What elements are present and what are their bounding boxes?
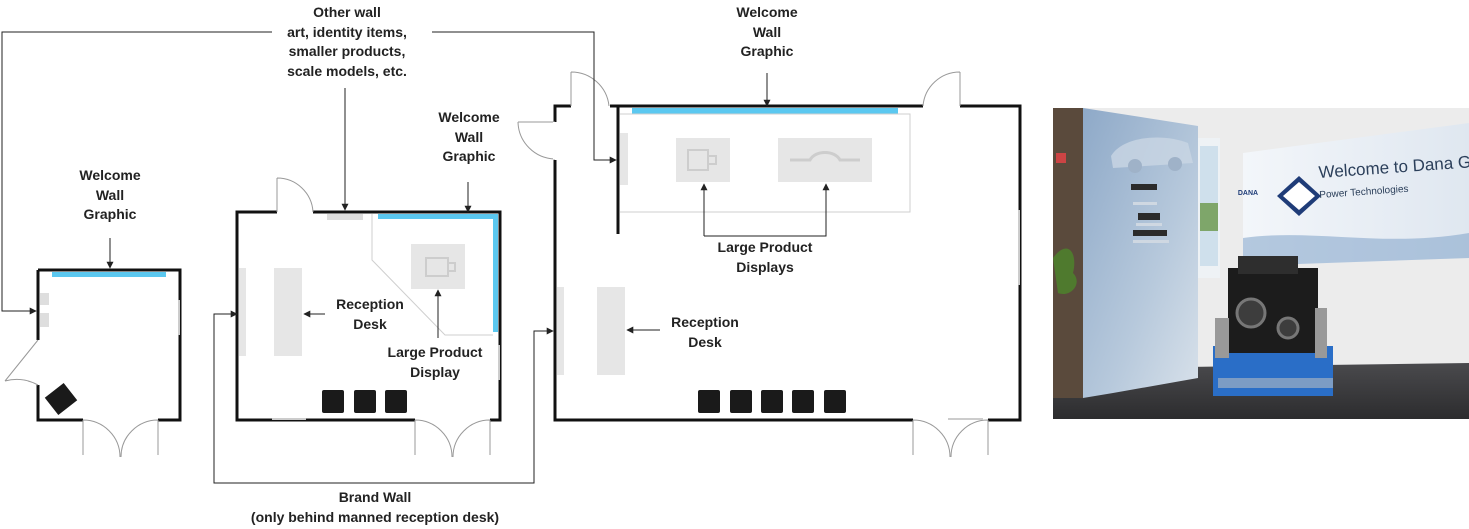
- middle-room-brand-wall: [239, 268, 246, 356]
- leader-products-large: [704, 183, 830, 237]
- middle-room-wall-item: [327, 214, 363, 220]
- label-brand-wall: Brand Wall (only behind manned reception…: [250, 489, 500, 525]
- lobby-photo: DANA Welcome to Dana Győ Power Technolog…: [1053, 108, 1469, 419]
- label-welcome-small: Welcome Wall Graphic: [79, 167, 141, 222]
- large-room-chair: [730, 390, 752, 413]
- large-room-chair: [792, 390, 814, 413]
- middle-room: [235, 177, 502, 458]
- large-room-chair: [824, 390, 846, 413]
- label-large-product-display: Large Product Display: [387, 344, 483, 380]
- leader-other-wall-right: [432, 31, 617, 164]
- leader-brand-wall-left: [213, 310, 335, 484]
- middle-room-reception-desk: [274, 268, 302, 356]
- leader-brand-wall-right: [335, 327, 554, 484]
- label-other-wall: Other wall art, identity items, smaller …: [287, 4, 407, 79]
- middle-room-welcome-graphic: [493, 214, 498, 332]
- leader-other-wall-left: [1, 31, 272, 315]
- floor-plan-diagram: [1, 31, 1022, 484]
- label-welcome-top: Welcome Wall Graphic: [736, 4, 798, 59]
- small-room: [4, 268, 182, 458]
- small-room-wall-item: [40, 293, 49, 305]
- small-room-welcome-graphic: [52, 272, 166, 277]
- photo-sign-logo: DANA: [1237, 190, 1259, 197]
- leader-lines: [1, 31, 830, 484]
- middle-room-chair: [385, 390, 407, 413]
- middle-room-chair: [322, 390, 344, 413]
- label-large-product-displays: Large Product Displays: [717, 239, 813, 275]
- large-room-chair: [761, 390, 783, 413]
- large-room-wall-items: [620, 133, 628, 185]
- large-room-welcome-graphic: [632, 108, 898, 114]
- middle-room-product-display: [411, 244, 465, 289]
- label-reception-middle: Reception Desk: [336, 296, 404, 332]
- large-room-chair: [698, 390, 720, 413]
- large-room-brand-wall: [557, 287, 564, 375]
- large-room-product-display: [676, 138, 730, 182]
- small-room-chair: [44, 382, 78, 416]
- middle-room-chair: [354, 390, 376, 413]
- label-welcome-middle: Welcome Wall Graphic: [438, 109, 500, 164]
- label-reception-large: Reception Desk: [671, 314, 739, 350]
- small-room-wall-item: [40, 313, 49, 327]
- large-room-reception-desk: [597, 287, 625, 375]
- middle-room-welcome-graphic: [378, 214, 498, 219]
